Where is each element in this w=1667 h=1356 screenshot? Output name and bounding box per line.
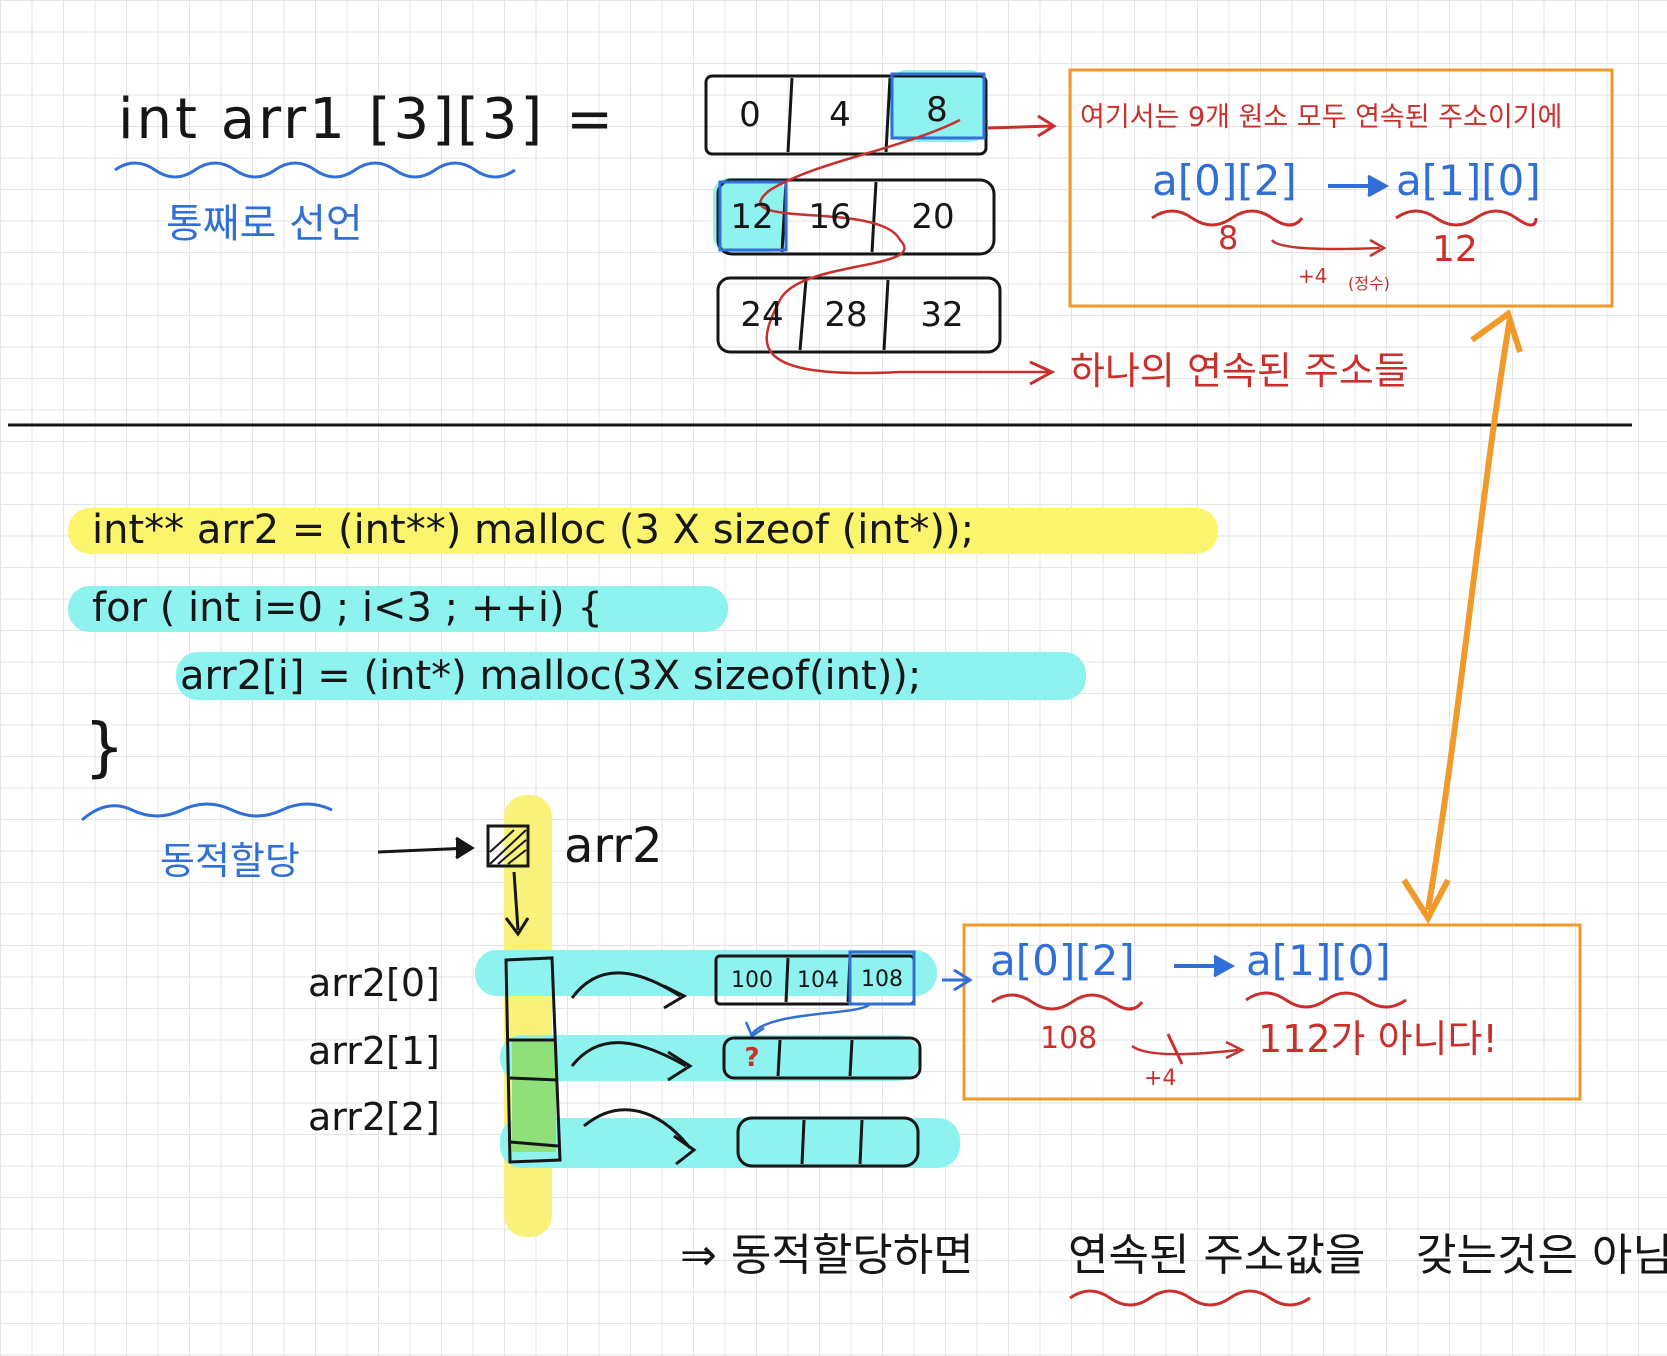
arr2-row0-cell: 100 <box>731 967 773 993</box>
arr1-cell: 20 <box>911 197 955 237</box>
top-step-note: (정수) <box>1348 274 1390 293</box>
top-expr-from: a[0][2] <box>1152 156 1297 205</box>
arr1-row0-box <box>704 74 988 156</box>
code-line1: int** arr2 = (int**) malloc (3 X sizeof … <box>92 507 975 553</box>
contiguous-snake <box>759 118 1050 375</box>
note-contiguous-all: 여기서는 9개 원소 모두 연속된 주소이기에 <box>1080 102 1563 133</box>
bottom-explain-box <box>962 923 1582 1101</box>
arr2-row-label: arr2[0] <box>308 961 440 1005</box>
code-line4: } <box>84 711 125 785</box>
dyn-alloc-note: 동적할당 <box>160 839 300 883</box>
declaration-note: 통째로 선언 <box>166 201 363 247</box>
top-explain-box <box>1068 68 1614 308</box>
declaration-underline <box>114 161 516 179</box>
conclusion-underlined: 연속된 주소값을 <box>1068 1230 1366 1281</box>
bottom-result: 112가 아니다! <box>1258 1017 1498 1061</box>
top-step: +4 <box>1298 264 1328 288</box>
note-single-block: 하나의 연속된 주소들 <box>1070 349 1409 393</box>
bottom-value-from: 108 <box>1040 1021 1098 1056</box>
brace-underline <box>81 802 333 822</box>
arr1-cell: 8 <box>926 90 948 130</box>
arr1-cell: 0 <box>739 95 761 135</box>
compare-arrow <box>1425 317 1513 911</box>
code-line2: for ( int i=0 ; i<3 ; ++i) { <box>92 585 603 631</box>
bottom-expr-from: a[0][2] <box>990 936 1135 985</box>
top-value-to: 12 <box>1432 229 1478 270</box>
arr2-row-label: arr2[1] <box>308 1029 440 1073</box>
arr1-cell: 4 <box>829 95 851 135</box>
code-line3-highlight <box>176 652 1086 700</box>
arr1-cell: 28 <box>824 295 868 335</box>
bottom-expr-to: a[1][0] <box>1246 936 1391 985</box>
arr1-cell: 32 <box>920 295 964 335</box>
top-value-from: 8 <box>1218 219 1239 257</box>
arr1-cell: 16 <box>808 197 852 237</box>
arr2-row0-cell: 108 <box>861 966 903 992</box>
code-line3: arr2[i] = (int*) malloc(3X sizeof(int)); <box>180 653 922 699</box>
arr1-row2-box <box>716 276 1002 354</box>
arr1-declaration: int arr1 [3][3] = <box>118 87 616 152</box>
conclusion-tail: 갖는것은 아님! <box>1416 1230 1667 1281</box>
arr1-row1-box <box>716 178 996 256</box>
arr2-row2-box <box>736 1116 920 1168</box>
arr2-pointer-name: arr2 <box>564 818 663 874</box>
arr1-cell: 24 <box>740 295 784 335</box>
conclusion-lead: ⇒ 동적할당하면 <box>680 1230 974 1281</box>
code-line2-highlight <box>68 586 728 632</box>
arr2-row-label: arr2[2] <box>308 1095 440 1139</box>
bottom-step: +4 <box>1144 1066 1177 1091</box>
code-line1-highlight <box>68 508 1218 554</box>
pointer-column <box>504 956 562 1164</box>
top-expr-to: a[1][0] <box>1396 156 1541 205</box>
row2-highlight <box>500 1118 960 1168</box>
arr2-pointer-box <box>486 824 530 868</box>
arr2-row0-cell: 104 <box>797 967 839 993</box>
arr1-cell: 12 <box>730 197 774 237</box>
top-cell-12-highlight <box>713 178 785 252</box>
arr2-row1-unknown-cell: ? <box>744 1043 760 1073</box>
conclusion-underline <box>1069 1289 1311 1307</box>
arr2-row1-box <box>722 1036 922 1080</box>
